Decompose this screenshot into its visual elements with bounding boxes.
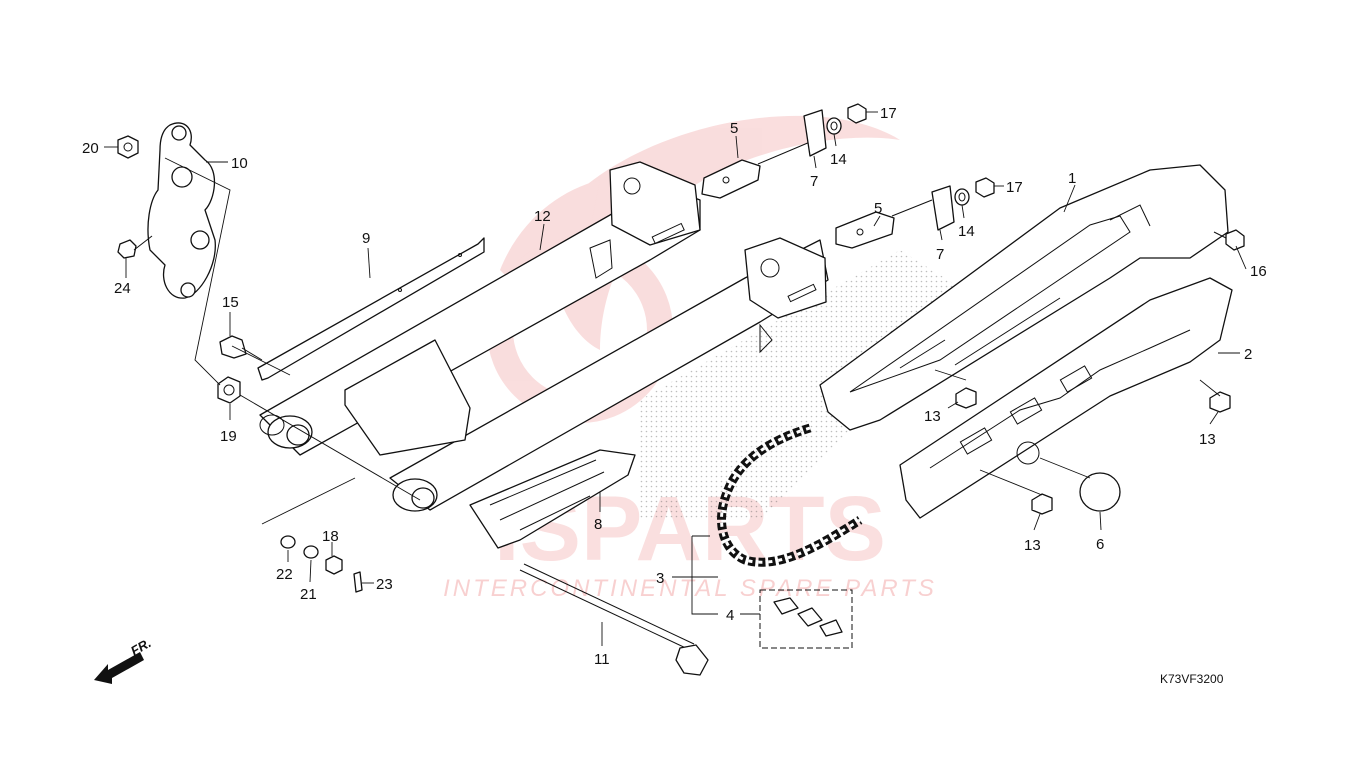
part-9-slider-strip bbox=[257, 237, 485, 381]
part-19-nut bbox=[217, 376, 241, 404]
callout-labels: 1 2 3 4 5 5 6 7 7 8 9 10 11 12 13 13 13 bbox=[82, 105, 1267, 668]
callout-1: 1 bbox=[1068, 170, 1076, 187]
part-20-nut bbox=[117, 135, 139, 159]
part-14-washer-upper bbox=[826, 117, 842, 135]
callout-15: 15 bbox=[222, 294, 239, 311]
callout-14-upper: 14 bbox=[830, 151, 847, 168]
part-5-adjuster-upper bbox=[701, 141, 811, 199]
part-1-chain-case bbox=[819, 164, 1229, 431]
part-6-cap bbox=[1079, 472, 1121, 512]
callout-5-upper: 5 bbox=[730, 120, 738, 137]
part-2-chain-guard bbox=[899, 277, 1233, 519]
part-22-washer bbox=[280, 535, 296, 549]
front-direction-arrow-icon: FR. bbox=[94, 635, 154, 684]
callout-3: 3 bbox=[656, 570, 664, 587]
callout-4: 4 bbox=[726, 607, 734, 624]
callout-14-lower: 14 bbox=[958, 223, 975, 240]
part-3-drive-chain bbox=[717, 423, 863, 567]
callout-24: 24 bbox=[114, 280, 131, 297]
direction-label: FR. bbox=[128, 635, 154, 658]
shading-texture bbox=[640, 250, 980, 520]
part-21-washer bbox=[303, 545, 319, 559]
watermark-tagline: INTERCONTINENTAL SPARE PARTS bbox=[443, 575, 937, 602]
part-13-bolt-b bbox=[1209, 391, 1231, 413]
callout-17-upper: 17 bbox=[880, 105, 897, 122]
assembly-lines bbox=[164, 157, 1221, 615]
part-5-adjuster-lower bbox=[835, 199, 933, 249]
part-12-swingarm bbox=[259, 161, 829, 512]
callout-12: 12 bbox=[534, 208, 551, 225]
callout-9: 9 bbox=[362, 230, 370, 247]
part-24-bolt bbox=[117, 235, 153, 259]
part-13-bolt-c bbox=[1031, 493, 1053, 515]
callout-7-lower: 7 bbox=[936, 246, 944, 263]
callout-19: 19 bbox=[220, 428, 237, 445]
part-11-axle-bolt bbox=[519, 563, 709, 676]
callout-22: 22 bbox=[276, 566, 293, 583]
part-16-bolt bbox=[1213, 229, 1245, 251]
callout-18: 18 bbox=[322, 528, 339, 545]
part-18-nut bbox=[325, 555, 343, 575]
callout-5-lower: 5 bbox=[874, 200, 882, 217]
part-17-nut-upper bbox=[847, 103, 867, 124]
callout-13-c: 13 bbox=[1024, 537, 1041, 554]
callout-23: 23 bbox=[376, 576, 393, 593]
callout-8: 8 bbox=[594, 516, 602, 533]
part-7-plate-lower bbox=[931, 185, 955, 231]
callout-10: 10 bbox=[231, 155, 248, 172]
part-15-bolt bbox=[219, 335, 263, 361]
part-4-chain-link bbox=[759, 589, 853, 649]
callout-11: 11 bbox=[594, 651, 610, 668]
callout-6: 6 bbox=[1096, 536, 1104, 553]
part-8-chain-slider bbox=[469, 449, 636, 549]
callout-2: 2 bbox=[1244, 346, 1252, 363]
part-17-nut-lower bbox=[975, 177, 995, 198]
callout-21: 21 bbox=[300, 586, 317, 603]
callout-7-upper: 7 bbox=[810, 173, 818, 190]
part-10-pivot-bracket bbox=[147, 122, 216, 299]
part-23-cotter-pin bbox=[353, 571, 363, 593]
callout-13-a: 13 bbox=[924, 408, 941, 425]
callout-13-b: 13 bbox=[1199, 431, 1216, 448]
callout-16: 16 bbox=[1250, 263, 1267, 280]
part-14-washer-lower bbox=[954, 188, 970, 206]
callout-20: 20 bbox=[82, 140, 99, 157]
callout-17-lower: 17 bbox=[1006, 179, 1023, 196]
diagram-code: K73VF3200 bbox=[1160, 672, 1224, 686]
part-7-plate-upper bbox=[803, 109, 827, 157]
part-13-bolt-a bbox=[955, 387, 977, 409]
